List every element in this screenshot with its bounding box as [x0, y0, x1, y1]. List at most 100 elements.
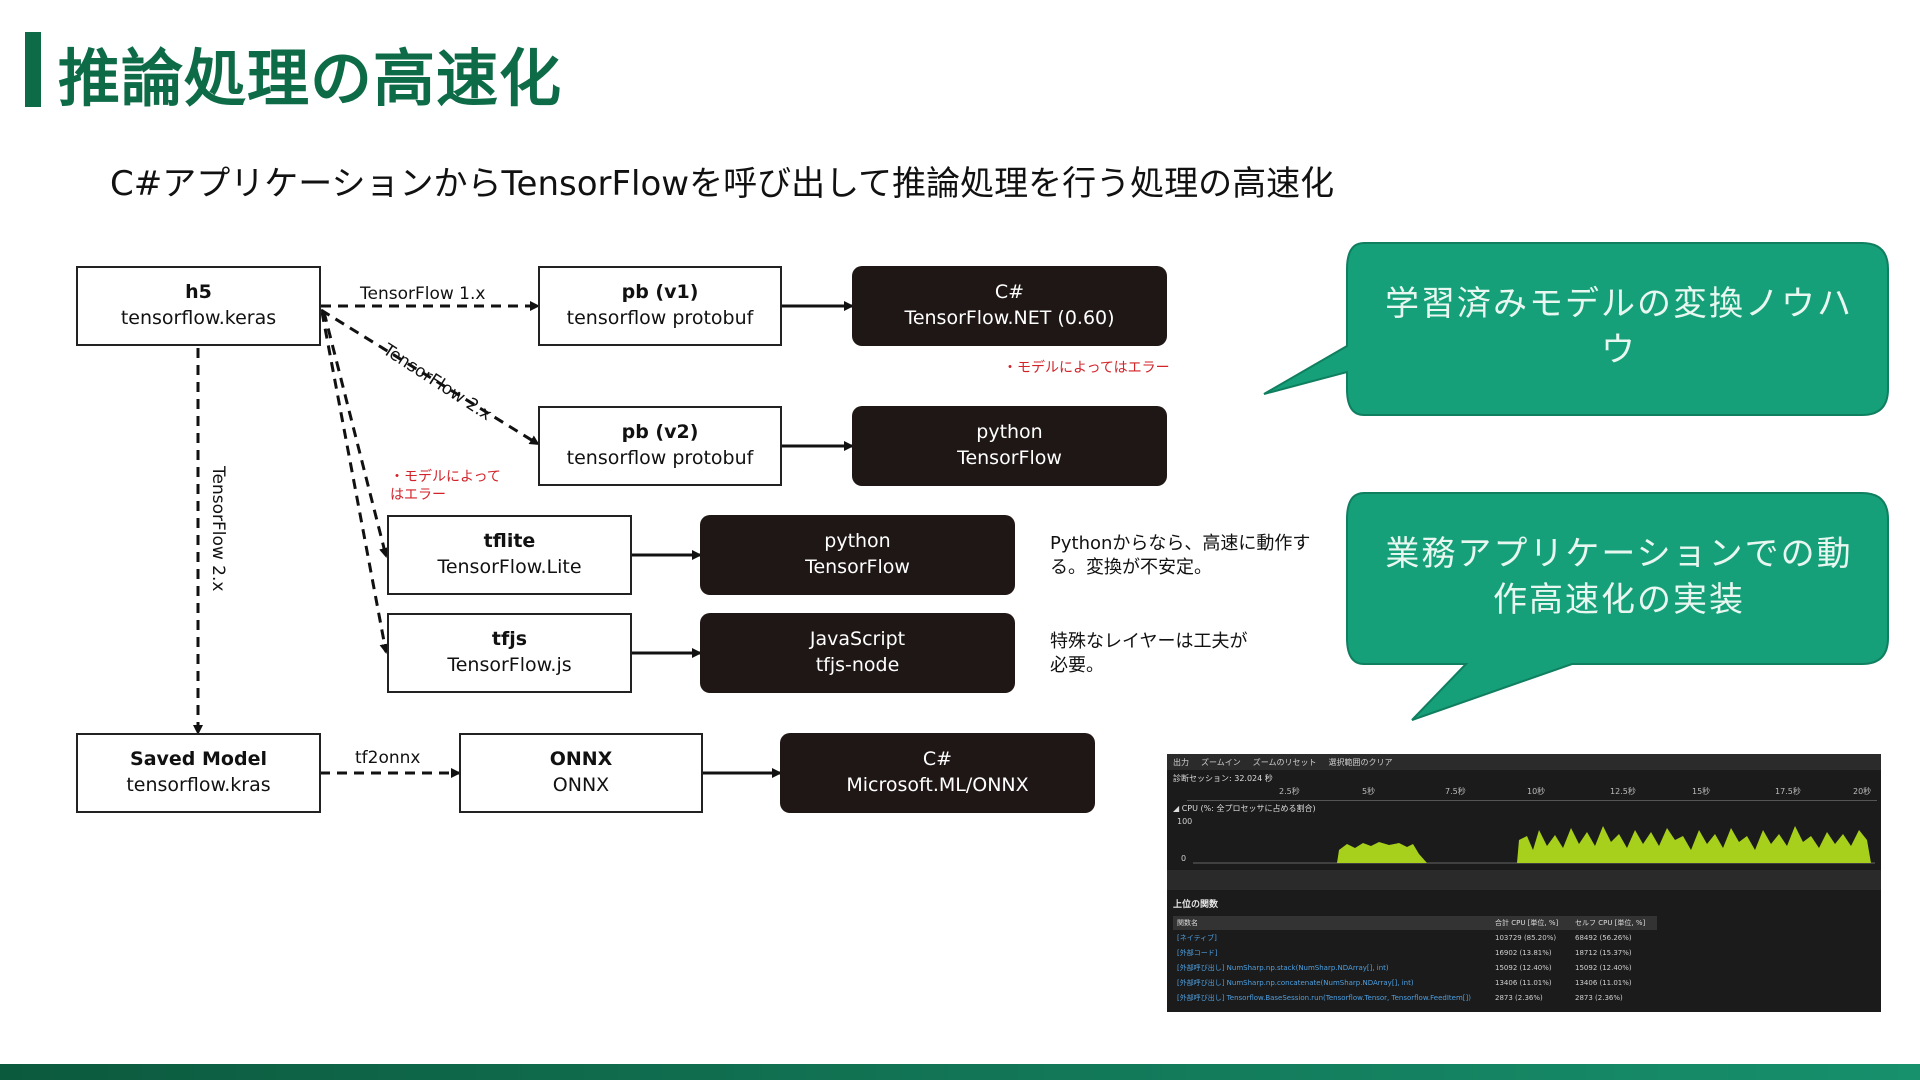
tick-label: 10秒	[1527, 787, 1546, 796]
tick-label: 17.5秒	[1775, 787, 1801, 796]
function-name[interactable]: [外部呼び出し] NumSharp.np.stack(NumSharp.NDAr…	[1177, 963, 1389, 972]
node-onnx: ONNX ONNX	[459, 733, 703, 813]
function-name[interactable]: [外部呼び出し] NumSharp.np.concatenate(NumShar…	[1177, 978, 1414, 987]
table-row[interactable]: [ネイティブ] 103729 (85.20%) 68492 (56.26%)	[1173, 930, 1657, 945]
node-cs-tfnet-title: C#	[994, 281, 1025, 304]
function-name[interactable]: [ネイティブ]	[1177, 933, 1217, 942]
page-subtitle: C#アプリケーションからTensorFlowを呼び出して推論処理を行う処理の高速…	[110, 164, 1335, 204]
node-onnx-title: ONNX	[549, 748, 613, 771]
self-cpu: 68492 (56.26%)	[1575, 933, 1632, 942]
table-row[interactable]: [外部呼び出し] Tensorflow.BaseSession.run(Tens…	[1173, 990, 1657, 1005]
column-header-function[interactable]: 関数名	[1173, 916, 1491, 930]
profiler-section-divider	[1167, 870, 1881, 890]
edge-h5-tflite	[322, 311, 389, 558]
node-python-tf-1: python TensorFlow	[852, 406, 1167, 486]
tick-label: 15秒	[1692, 787, 1711, 796]
node-tfjs-title: tfjs	[491, 628, 528, 651]
profiler-time-ruler: 2.5秒 5秒 7.5秒 10秒 12.5秒 15秒 17.5秒 20秒	[1187, 786, 1877, 801]
node-python-tf-2-title: python	[824, 530, 891, 553]
edge-h5-tfjs	[320, 311, 390, 654]
node-cs-tfnet-sub: TensorFlow.NET (0.60)	[904, 307, 1115, 329]
profiler-cpu-label: ◢ CPU (%: 全プロセッサに占める割合)	[1173, 804, 1316, 813]
node-javascript-sub: tfjs-node	[815, 654, 900, 676]
edge-label-tf1x: TensorFlow 1.x	[360, 284, 486, 304]
page-title: 推論処理の高速化	[58, 42, 563, 115]
node-saved-model-title: Saved Model	[130, 748, 267, 771]
node-python-tf-2-sub: TensorFlow	[805, 556, 910, 578]
function-name[interactable]: [外部呼び出し] Tensorflow.BaseSession.run(Tens…	[1177, 993, 1471, 1002]
footer-accent-bar	[0, 1064, 1920, 1080]
node-cs-tfnet: C# TensorFlow.NET (0.60)	[852, 266, 1167, 346]
node-python-tf-1-title: python	[976, 421, 1043, 444]
error-note-2-line1: ・モデルによって	[390, 469, 501, 485]
node-javascript-title: JavaScript	[809, 628, 906, 651]
callout-bottom-shape	[1346, 492, 1889, 721]
layer-note: 特殊なレイヤーは工夫が必要。	[1050, 631, 1248, 677]
cpu-usage-area	[1193, 826, 1871, 863]
node-python-tf-1-sub: TensorFlow	[957, 447, 1062, 469]
error-note-2: ・モデルによって はエラー	[390, 468, 501, 504]
node-pb-v2-title: pb (v2)	[621, 421, 699, 444]
tick-label: 20秒	[1853, 787, 1872, 796]
node-tflite-sub: TensorFlow.Lite	[437, 556, 582, 578]
table-row[interactable]: [外部呼び出し] NumSharp.np.stack(NumSharp.NDAr…	[1173, 960, 1657, 975]
tick-label: 12.5秒	[1610, 787, 1636, 796]
python-note: Pythonからなら、高速に動作する。変換が不安定。	[1050, 533, 1311, 579]
profiler-toolbar-zoom-reset[interactable]: ズームのリセット	[1252, 757, 1317, 767]
node-tflite-title: tflite	[483, 530, 536, 553]
callout-top-text: 学習済みモデルの変換ノウハウ	[1385, 284, 1853, 370]
profiler-toolbar-zoom-in[interactable]: ズームイン	[1201, 757, 1241, 767]
function-name[interactable]: [外部コード]	[1177, 948, 1218, 957]
node-tfjs: tfjs TensorFlow.js	[387, 613, 632, 693]
profiler-top-functions-title: 上位の関数	[1173, 900, 1219, 910]
self-cpu: 15092 (12.40%)	[1575, 963, 1632, 972]
total-cpu: 2873 (2.36%)	[1495, 993, 1543, 1002]
node-pb-v1-sub: tensorflow protobuf	[566, 307, 754, 329]
node-cs-mlonnx-title: C#	[922, 748, 953, 771]
callout-bottom-text: 業務アプリケーションでの動作高速化の実装	[1385, 534, 1853, 620]
node-cs-mlonnx: C# Microsoft.ML/ONNX	[780, 733, 1095, 813]
node-tfjs-sub: TensorFlow.js	[447, 654, 572, 676]
self-cpu: 13406 (11.01%)	[1575, 978, 1632, 987]
tick-label: 5秒	[1362, 787, 1376, 796]
node-saved-model-sub: tensorflow.kras	[126, 774, 271, 796]
edge-h5-pbv2	[320, 308, 540, 446]
node-h5: h5 tensorflow.keras	[76, 266, 321, 346]
edge-label-tf2onnx: tf2onnx	[355, 748, 421, 768]
error-note-1: ・モデルによってはエラー	[1003, 360, 1170, 376]
total-cpu: 103729 (85.20%)	[1495, 933, 1557, 942]
node-cs-mlonnx-sub: Microsoft.ML/ONNX	[846, 774, 1029, 796]
self-cpu: 2873 (2.36%)	[1575, 993, 1623, 1002]
table-row[interactable]: [外部コード] 16902 (13.81%) 18712 (15.37%)	[1173, 945, 1657, 960]
profiler-panel: 出力 ズームイン ズームのリセット 選択範囲のクリア 診断セッション: 32.0…	[1167, 754, 1881, 1012]
column-header-total-cpu[interactable]: 合計 CPU [単位, %]	[1491, 916, 1571, 930]
profiler-y-max: 100	[1177, 817, 1193, 826]
node-pb-v2: pb (v2) tensorflow protobuf	[538, 406, 782, 486]
node-javascript: JavaScript tfjs-node	[700, 613, 1015, 693]
node-h5-sub: tensorflow.keras	[120, 307, 277, 329]
profiler-functions-table: 関数名 合計 CPU [単位, %] セルフ CPU [単位, %] [ネイティ…	[1173, 916, 1657, 1005]
column-header-self-cpu[interactable]: セルフ CPU [単位, %]	[1571, 916, 1657, 930]
error-note-2-line2: はエラー	[390, 487, 446, 504]
node-saved-model: Saved Model tensorflow.kras	[76, 733, 321, 813]
node-h5-title: h5	[185, 281, 212, 304]
node-pb-v1-title: pb (v1)	[621, 281, 699, 304]
profiler-toolbar-output[interactable]: 出力	[1173, 757, 1189, 767]
edge-label-tf2x-vertical: TensorFlow 2.x	[208, 466, 228, 592]
table-row[interactable]: [外部呼び出し] NumSharp.np.concatenate(NumShar…	[1173, 975, 1657, 990]
self-cpu: 18712 (15.37%)	[1575, 948, 1632, 957]
profiler-toolbar-clear-selection[interactable]: 選択範囲のクリア	[1328, 757, 1393, 767]
profiler-toolbar: 出力 ズームイン ズームのリセット 選択範囲のクリア	[1167, 754, 1881, 770]
total-cpu: 16902 (13.81%)	[1495, 948, 1552, 957]
node-pb-v2-sub: tensorflow protobuf	[566, 447, 754, 469]
node-python-tf-2: python TensorFlow	[700, 515, 1015, 595]
total-cpu: 13406 (11.01%)	[1495, 978, 1552, 987]
table-header-row: 関数名 合計 CPU [単位, %] セルフ CPU [単位, %]	[1173, 916, 1657, 930]
node-pb-v1: pb (v1) tensorflow protobuf	[538, 266, 782, 346]
profiler-cpu-graph	[1193, 826, 1875, 864]
profiler-y-min: 0	[1181, 854, 1187, 863]
tick-label: 2.5秒	[1279, 787, 1300, 796]
callout-top-shape	[1263, 242, 1889, 416]
node-onnx-sub: ONNX	[552, 774, 610, 796]
